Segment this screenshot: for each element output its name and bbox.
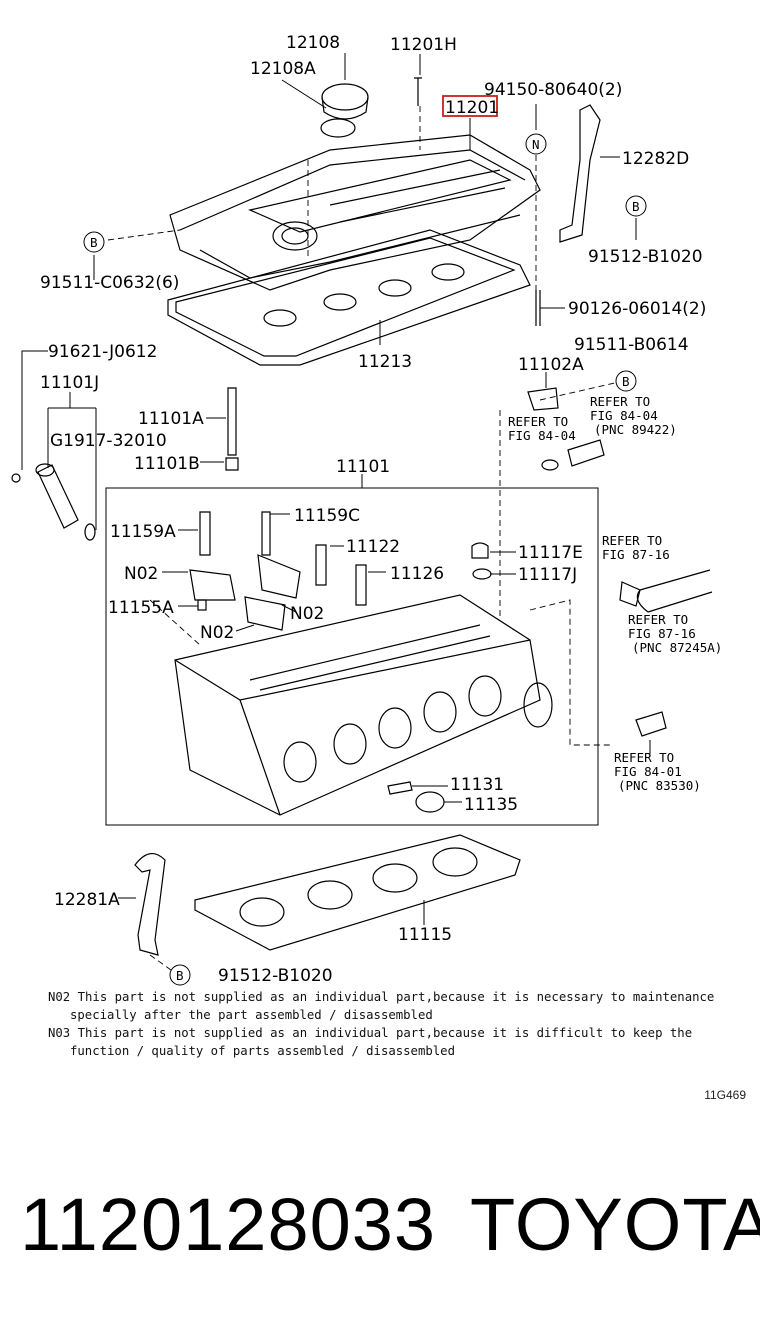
head-gasket-drawing [194, 834, 521, 951]
label-94150: 94150-80640(2) [484, 80, 622, 100]
label-11117j: 11117J [518, 565, 577, 585]
label-11159c: 11159C [294, 506, 360, 526]
label-g1917: G1917-32010 [50, 431, 167, 451]
refer-fig-84-04-b: FIG 84-04 [508, 428, 576, 443]
refer-pnc-89422: (PNC 89422) [594, 422, 677, 437]
label-11122: 11122 [346, 537, 400, 557]
marker-n-icon: N [525, 133, 547, 155]
label-91511-c0632: 91511-C0632(6) [40, 273, 179, 293]
label-11101j: 11101J [40, 373, 99, 393]
label-11101: 11101 [336, 457, 390, 477]
label-n02-a: N02 [124, 564, 158, 584]
label-91512-top: 91512-B1020 [588, 247, 703, 267]
label-11117e: 11117E [518, 543, 583, 563]
part-number: 1120128033 [20, 1183, 437, 1266]
label-12282d: 12282D [622, 149, 689, 169]
marker-b-icon: B [625, 195, 647, 217]
label-12281a: 12281A [54, 890, 120, 910]
note-n02-line2: specially after the part assembled / dis… [70, 1008, 433, 1022]
svg-text:B: B [632, 199, 640, 214]
svg-text:N: N [532, 137, 540, 152]
note-n02-line1: N02 This part is not supplied as an indi… [48, 990, 715, 1004]
label-11201: 11201 [445, 98, 499, 118]
note-n03-line1: N03 This part is not supplied as an indi… [48, 1026, 693, 1040]
bolt-11201h-drawing [414, 77, 422, 106]
svg-text:B: B [622, 374, 630, 389]
water-hose-drawing [636, 569, 713, 613]
svg-text:B: B [176, 968, 184, 983]
highlight-box [442, 95, 498, 117]
refer-fig-87-16-a: REFER TO [602, 533, 662, 548]
label-11201h: 11201H [390, 35, 457, 55]
svg-text:B: B [90, 235, 98, 250]
refer-fig-84-04-a: REFER TO [590, 394, 650, 409]
label-11101b: 11101B [134, 454, 200, 474]
label-n02-b: N02 [290, 604, 324, 624]
cover-gasket-drawing [167, 229, 531, 366]
cylinder-head-drawing [174, 594, 553, 816]
label-n02-c: N02 [200, 623, 234, 643]
cylinder-head-cover-drawing [169, 134, 541, 291]
oil-control-valve-drawing [11, 463, 96, 541]
label-12108a: 12108A [250, 59, 316, 79]
note-n03-line2: function / quality of parts assembled / … [70, 1044, 455, 1058]
label-12108: 12108 [286, 33, 340, 53]
refer-fig-84-04-b: REFER TO [508, 414, 568, 429]
refer-fig-87-16-b: REFER TO [628, 612, 688, 627]
refer-pnc-87245a: (PNC 87245A) [632, 640, 722, 655]
label-11131: 11131 [450, 775, 504, 795]
marker-b-icon: B [169, 964, 191, 986]
bearing-caps-drawing [189, 511, 367, 631]
label-11101a: 11101A [138, 409, 204, 429]
stud-bolt-drawing [535, 290, 541, 326]
refer-fig-87-16-b: FIG 87-16 [628, 626, 696, 641]
label-91511-b0614: 91511-B0614 [574, 335, 689, 355]
refer-fig-87-16-a: FIG 87-16 [602, 547, 670, 562]
parts-diagram: B B B B N 12108 12108A 11201H 94150-8064… [11, 33, 722, 986]
label-11213: 11213 [358, 352, 412, 372]
refer-fig-84-04-a: FIG 84-04 [590, 408, 658, 423]
marker-b-icon: B [615, 370, 637, 392]
label-90126: 90126-06014(2) [568, 299, 706, 319]
label-11155a: 11155A [108, 598, 174, 618]
cylinder-head-box [105, 487, 599, 826]
refer-pnc-83530: (PNC 83530) [618, 778, 701, 793]
label-11159a: 11159A [110, 522, 176, 542]
engine-hanger-drawing [559, 104, 601, 243]
label-91621: 91621-J0612 [48, 342, 157, 362]
brand-name: TOYOTA [470, 1183, 760, 1266]
refer-fig-84-01: FIG 84-01 [614, 764, 682, 779]
label-11126: 11126 [390, 564, 444, 584]
label-91512-bottom: 91512-B1020 [218, 966, 333, 986]
label-11102a: 11102A [518, 355, 584, 375]
diagram-code: 11G469 [704, 1088, 746, 1102]
oil-filler-cap-drawing [320, 83, 369, 138]
engine-hanger-rear-drawing [134, 853, 166, 956]
label-11135: 11135 [464, 795, 518, 815]
refer-fig-84-01: REFER TO [614, 750, 674, 765]
label-11115: 11115 [398, 925, 452, 945]
marker-b-icon: B [83, 231, 105, 253]
